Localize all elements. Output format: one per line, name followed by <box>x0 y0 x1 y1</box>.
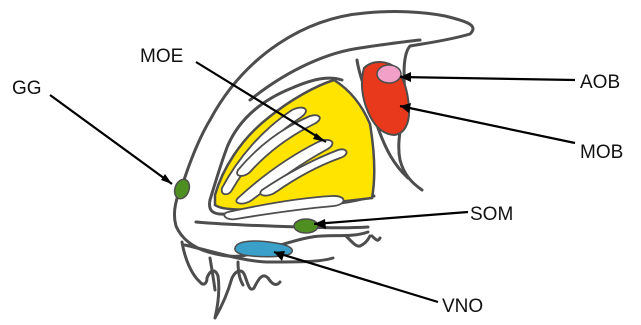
mob-label: MOB <box>580 142 623 163</box>
aob-region <box>377 65 401 83</box>
som-leader <box>314 212 468 224</box>
som-label: SOM <box>470 204 513 225</box>
aob-leader <box>400 77 575 80</box>
gg-leader <box>50 95 172 184</box>
moe-region <box>215 80 374 219</box>
gg-region <box>172 177 192 201</box>
mob-leader <box>400 106 575 143</box>
som-region <box>294 219 318 233</box>
vno-leader <box>274 252 438 302</box>
gg-arrowhead <box>161 174 172 184</box>
aob-label: AOB <box>580 72 620 93</box>
moe-label: MOE <box>140 46 183 67</box>
gg-label: GG <box>12 78 42 99</box>
vno-label: VNO <box>442 296 483 317</box>
